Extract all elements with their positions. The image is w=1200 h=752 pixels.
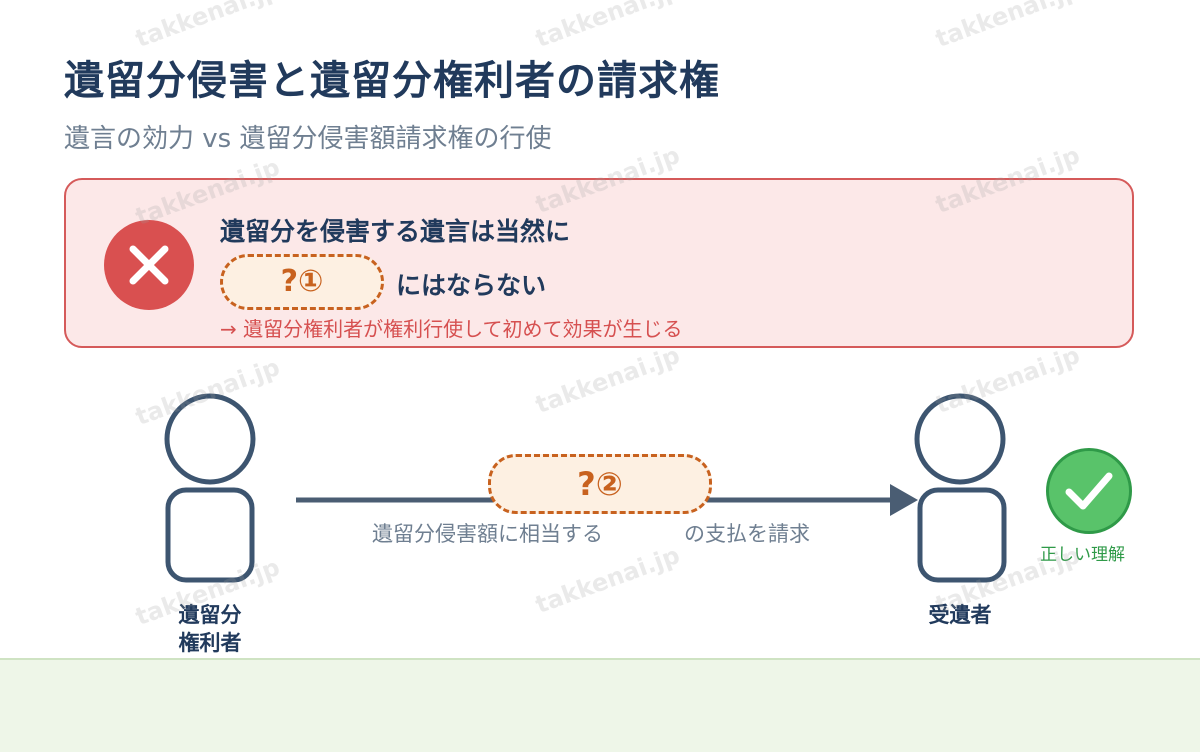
watermark: takkenai.jp (931, 0, 1084, 54)
watermark: takkenai.jp (531, 0, 684, 54)
wrong-statement-box: 遺留分を侵害する遺言は当然に ?① にはならない → 遺留分権利者が権利行使して… (64, 178, 1134, 348)
left-person-label: 遺留分 権利者 (140, 601, 280, 657)
wrong-statement-line2: にはならない (396, 271, 547, 300)
watermark: takkenai.jp (131, 0, 284, 54)
x-icon (104, 220, 194, 310)
correct-label: 正しい理解 (1040, 545, 1125, 565)
left-person-label-line2: 権利者 (178, 631, 242, 655)
check-icon (1046, 448, 1132, 534)
left-person-icon (160, 392, 260, 586)
left-person-label-line1: 遺留分 (178, 603, 242, 627)
wrong-statement-line1: 遺留分を侵害する遺言は当然に (220, 217, 571, 246)
wrong-statement-note: → 遺留分権利者が権利行使して初めて効果が生じる (220, 317, 683, 341)
page-subtitle: 遺言の効力 vs 遺留分侵害額請求権の行使 (64, 124, 552, 154)
right-person-label: 受遺者 (928, 603, 992, 627)
blank-1: ?① (220, 254, 384, 310)
watermark: takkenai.jp (531, 540, 684, 620)
page-title: 遺留分侵害と遺留分権利者の請求権 (64, 58, 720, 104)
right-person-icon (912, 392, 1012, 586)
arrow-caption-after: の支払を請求 (684, 522, 810, 546)
blank-2: ?② (488, 454, 712, 514)
watermark: takkenai.jp (531, 340, 684, 420)
arrow-caption-before: 遺留分侵害額に相当する (372, 522, 603, 546)
bottom-band (0, 658, 1200, 752)
